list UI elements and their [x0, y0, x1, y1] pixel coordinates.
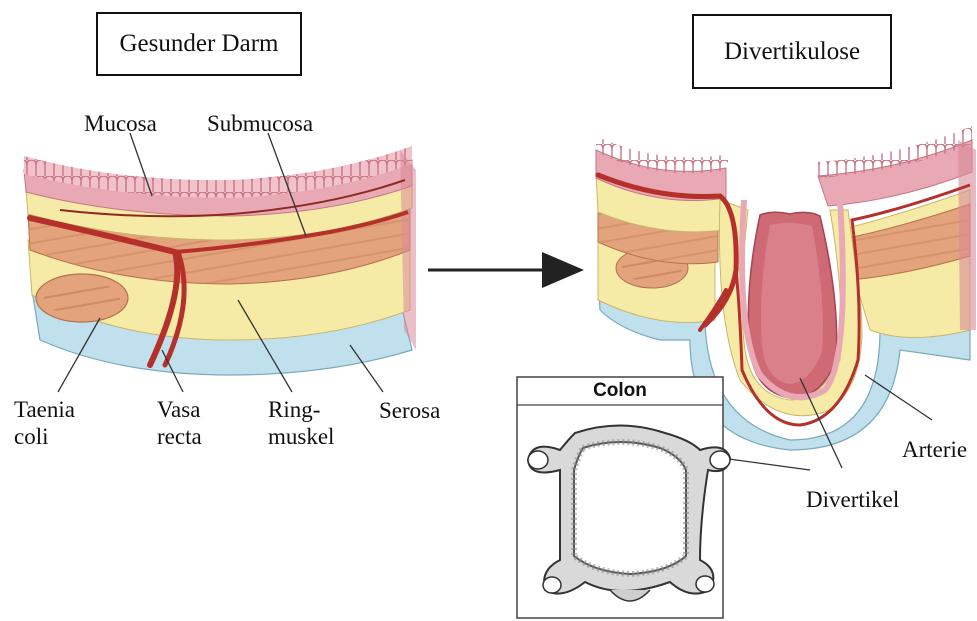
label-divertikel: Divertikel: [806, 486, 899, 513]
colon-inset: [517, 377, 730, 618]
label-submucosa: Submucosa: [207, 110, 313, 137]
colon-inset-title: Colon: [517, 378, 723, 404]
label-mucosa: Mucosa: [84, 110, 157, 137]
healthy-wall-illustration: [24, 146, 416, 375]
label-taenia-coli-line2: coli: [14, 423, 75, 450]
label-vasa-recta: Vasa recta: [157, 396, 202, 450]
label-arterie: Arterie: [902, 436, 967, 463]
label-vasa-recta-line1: Vasa: [157, 396, 202, 423]
label-ringmuskel: Ring- muskel: [268, 396, 334, 450]
label-serosa: Serosa: [379, 397, 440, 424]
label-vasa-recta-line2: recta: [157, 423, 202, 450]
label-taenia-coli: Taenia coli: [14, 396, 75, 450]
label-ringmuskel-line1: Ring-: [268, 396, 334, 423]
label-taenia-coli-line1: Taenia: [14, 396, 75, 423]
label-ringmuskel-line2: muskel: [268, 423, 334, 450]
